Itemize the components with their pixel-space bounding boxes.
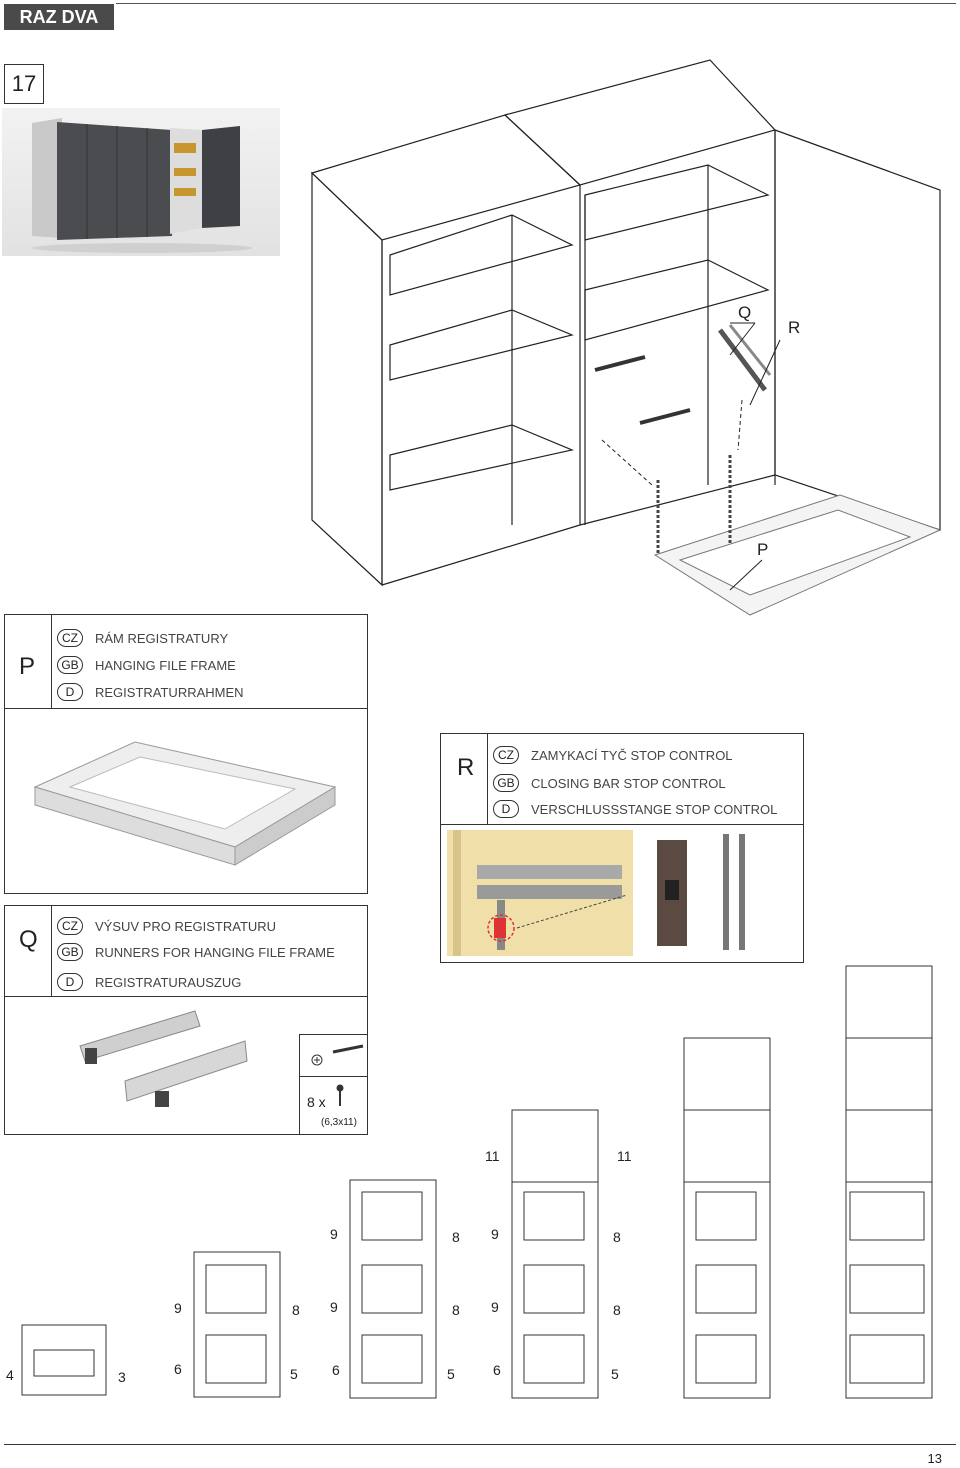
lang-badge: D [57, 973, 83, 991]
closing-bar-photo [447, 830, 633, 956]
hole-number: 6 [493, 1362, 501, 1378]
hole-number: 8 [452, 1229, 460, 1245]
header-rule [116, 3, 956, 4]
runners-illustration [79, 1010, 248, 1107]
step-number: 17 [4, 64, 44, 104]
label-text: RUNNERS FOR HANGING FILE FRAME [95, 944, 335, 960]
product-photo [2, 108, 280, 256]
divider [51, 906, 52, 996]
hole-number: 3 [118, 1369, 126, 1385]
hole-number: 4 [6, 1367, 14, 1383]
cabinet-assembly-drawing [310, 59, 942, 616]
label-text: HANGING FILE FRAME [95, 657, 236, 673]
label-row-d: D VERSCHLUSSSTANGE STOP CONTROL [493, 800, 777, 818]
label-row-gb: GB RUNNERS FOR HANGING FILE FRAME [57, 943, 335, 961]
hole-number: 9 [491, 1226, 499, 1242]
configuration-diagrams [21, 965, 933, 1399]
cabinet-photo-illustration [32, 118, 252, 253]
hole-number: 8 [613, 1229, 621, 1245]
stop-control-parts [657, 834, 745, 950]
panel-letter: P [19, 653, 36, 680]
label-text: REGISTRATURAUSZUG [95, 974, 242, 990]
screw-size: (6,3x11) [321, 1117, 357, 1128]
label-row-d: D REGISTRATURRAHMEN [57, 683, 244, 701]
label-row-d: D REGISTRATURAUSZUG [57, 973, 241, 991]
hole-number: 8 [613, 1302, 621, 1318]
hole-number: 6 [332, 1362, 340, 1378]
hole-number: 5 [447, 1366, 455, 1382]
hole-number: 9 [330, 1299, 338, 1315]
panel-closing-bar: R CZ ZAMYKACÍ TYČ STOP CONTROL GB CLOSING … [440, 733, 804, 963]
label-row-cz: CZ VÝSUV PRO REGISTRATURU [57, 917, 276, 935]
frame-illustration [33, 741, 337, 866]
panel-runners: Q CZ VÝSUV PRO REGISTRATURU GB RUNNERS FOR… [4, 905, 368, 1135]
divider [299, 1034, 367, 1035]
lang-badge: CZ [57, 629, 83, 647]
hole-number: 9 [330, 1226, 338, 1242]
label-row-cz: CZ RÁM REGISTRATURY [57, 629, 228, 647]
screw-icon [336, 1084, 344, 1106]
lang-badge: GB [57, 656, 83, 674]
lang-badge: D [57, 683, 83, 701]
label-text: REGISTRATURRAHMEN [95, 684, 244, 700]
hole-number: 5 [290, 1366, 298, 1382]
lang-badge: CZ [493, 746, 519, 764]
label-text: VERSCHLUSSSTANGE STOP CONTROL [531, 801, 778, 817]
divider [5, 708, 367, 709]
hole-number: 8 [292, 1302, 300, 1318]
hole-number: 9 [174, 1300, 182, 1316]
hole-number: 9 [491, 1299, 499, 1315]
callout-p: P [757, 540, 769, 559]
divider [51, 615, 52, 708]
lang-badge: CZ [57, 917, 83, 935]
footer-rule [4, 1444, 956, 1445]
hole-number: 5 [611, 1366, 619, 1382]
panel-hanging-file-frame: P CZ RÁM REGISTRATURY GB HANGING FILE FRAM… [4, 614, 368, 894]
callout-r: R [788, 318, 801, 337]
lang-badge: GB [57, 943, 83, 961]
callout-q: Q [738, 303, 752, 322]
label-text: CLOSING BAR STOP CONTROL [531, 775, 726, 791]
label-text: VÝSUV PRO REGISTRATURU [95, 918, 277, 934]
label-text: RÁM REGISTRATURY [95, 630, 229, 646]
label-row-gb: GB CLOSING BAR STOP CONTROL [493, 774, 726, 792]
divider [5, 996, 367, 997]
screw-count: 8 x [307, 1094, 326, 1110]
divider [299, 1076, 367, 1077]
label-row-gb: GB HANGING FILE FRAME [57, 656, 236, 674]
divider [487, 734, 488, 824]
hole-number: 11 [485, 1148, 500, 1164]
label-text: ZAMYKACÍ TYČ STOP CONTROL [531, 747, 733, 763]
lang-badge: D [493, 800, 519, 818]
hole-number: 8 [452, 1302, 460, 1318]
divider [441, 824, 803, 825]
panel-letter: Q [19, 926, 38, 953]
hole-number: 11 [617, 1148, 632, 1164]
screwdriver-icon [311, 1044, 364, 1066]
document-title: RAZ DVA [4, 4, 114, 30]
page-number: 13 [927, 1451, 942, 1466]
divider [299, 1034, 300, 1134]
label-row-cz: CZ ZAMYKACÍ TYČ STOP CONTROL [493, 746, 733, 764]
lang-badge: GB [493, 774, 519, 792]
panel-letter: R [457, 754, 475, 781]
hole-number: 6 [174, 1361, 182, 1377]
